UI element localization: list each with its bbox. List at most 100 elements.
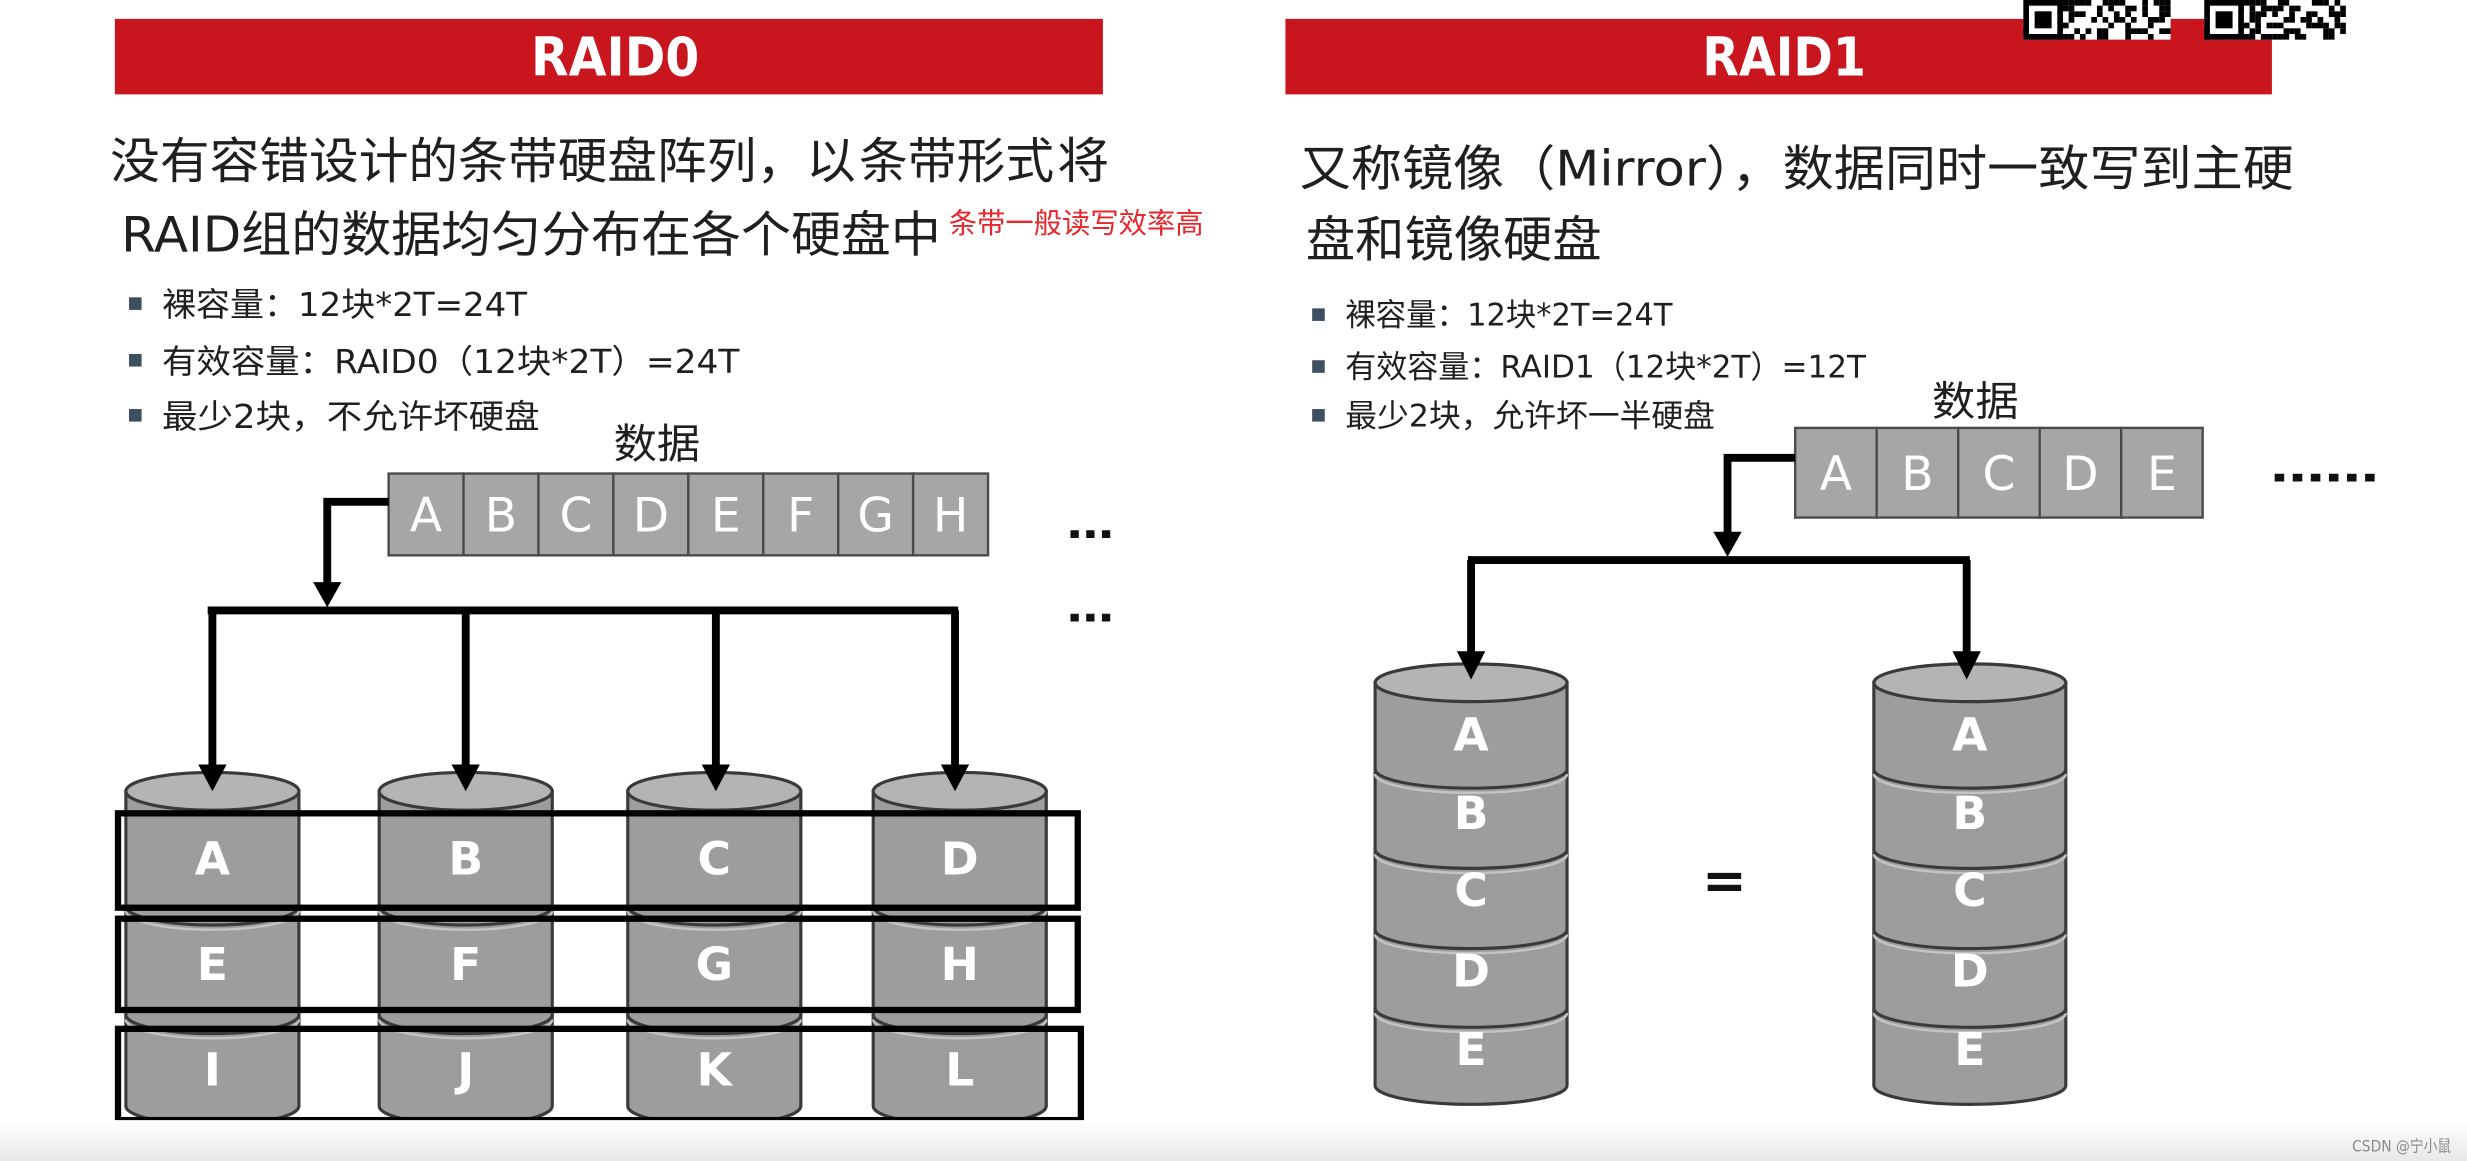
qr-module	[2260, 5, 2267, 12]
qr-module	[2255, 16, 2261, 23]
qr-module	[2340, 22, 2346, 29]
data-block-label: A	[410, 489, 442, 544]
data-block-label: C	[1982, 447, 2015, 502]
raid0-panel: RAID0 没有容错设计的条带硬盘阵列，以 条带形式 将 RAID组的数据均匀分…	[110, 18, 1204, 1127]
qr-module	[2300, 33, 2307, 40]
qr-module	[2130, 5, 2137, 12]
qr-module	[2068, 33, 2075, 40]
data-block-label: D	[2062, 447, 2098, 502]
data-block-label: E	[711, 489, 741, 544]
qr-module	[2130, 16, 2137, 23]
qr-module	[2068, 11, 2075, 17]
data-block: E	[687, 472, 765, 557]
qr-module	[2323, 33, 2329, 40]
qr-module	[2096, 5, 2103, 12]
disk-cylinder: BFJ	[377, 770, 554, 1127]
disk-segment-label: L	[945, 1043, 974, 1096]
bullet-marker	[129, 353, 142, 367]
disk-segment-label: A	[1952, 708, 1988, 761]
raid1-title: RAID1	[1702, 26, 1866, 89]
data-block-cell	[387, 472, 465, 557]
qr-module	[2260, 33, 2267, 40]
disk-divider	[1373, 1008, 1569, 1029]
qr-module	[2159, 5, 2165, 12]
stripe-outline	[114, 915, 1081, 1014]
bullet-marker	[129, 297, 142, 310]
qr-module	[2300, 16, 2307, 23]
disk-divider	[377, 1014, 554, 1036]
bullet-marker	[1312, 409, 1325, 422]
qr-module	[2266, 5, 2273, 12]
qr-module	[2340, 5, 2346, 12]
qr-module	[2249, 28, 2256, 34]
qr-module	[2255, 22, 2261, 29]
qr-module	[2283, 28, 2290, 34]
disk-segment-label: C	[698, 833, 731, 886]
disk-segment-label: E	[197, 938, 228, 991]
qr-module	[2255, 11, 2261, 17]
qr-module	[2283, 0, 2290, 6]
data-block-cell	[537, 472, 615, 557]
arrow-head	[1952, 651, 1981, 680]
data-block-label: B	[485, 489, 517, 544]
qr-module	[2085, 28, 2092, 34]
qr-module	[2328, 28, 2335, 34]
disk-segment-label: C	[1454, 864, 1487, 917]
disk-segment-label: D	[1951, 944, 1989, 997]
qr-module	[2306, 16, 2312, 23]
data-block: C	[1957, 426, 2041, 519]
raid1-bullet-effective-capacity: 有效容量：RAID1（12块*2T）=12T	[1345, 350, 1867, 386]
qr-module	[2136, 28, 2143, 34]
qr-module	[2142, 0, 2148, 6]
qr-module	[2272, 22, 2278, 29]
raid1-ellipsis: ……	[2270, 443, 2379, 491]
qr-module	[2334, 22, 2341, 29]
disk-segment-label: B	[448, 833, 483, 886]
qr-module	[2272, 33, 2278, 40]
disk-segment-label: B	[1454, 787, 1489, 840]
disk-segment-label: E	[1455, 1023, 1486, 1076]
disk-divider	[124, 1014, 301, 1036]
disk-segment-label: F	[450, 938, 481, 991]
qr-code	[2204, 0, 2346, 40]
qr-module	[2142, 11, 2148, 17]
disk-divider	[626, 1014, 803, 1036]
qr-module	[2091, 16, 2097, 23]
data-block-cell	[837, 472, 915, 557]
qr-module	[2323, 0, 2329, 6]
qr-module	[2102, 16, 2109, 23]
data-block-label: G	[857, 489, 894, 544]
qr-module	[2306, 11, 2312, 17]
qr-module	[2249, 5, 2256, 12]
qr-module	[2096, 33, 2103, 40]
qr-module	[2062, 5, 2069, 12]
data-block: D	[612, 472, 690, 557]
raid0-bullet-minimum-disks: 最少2块，不允许坏硬盘	[162, 397, 540, 436]
raid0-data-label: 数据	[614, 420, 701, 468]
data-block-label: B	[1901, 447, 1933, 502]
qr-module	[2102, 0, 2109, 6]
raid1-bullet-list: 裸容量：12块*2T=24T 有效容量：RAID1（12块*2T）=12T 最少…	[1312, 298, 1867, 434]
qr-module	[2266, 33, 2273, 40]
bullet-marker	[1312, 360, 1325, 373]
disk-segment-label: G	[696, 938, 733, 991]
data-block: F	[762, 472, 840, 557]
qr-module	[2159, 16, 2165, 23]
qr-module	[2272, 5, 2278, 12]
raid1-description-line2: 盘和镜像硬盘	[1306, 211, 1602, 268]
data-block: B	[1875, 426, 1960, 519]
qr-module	[2289, 5, 2295, 12]
qr-module	[2147, 16, 2154, 23]
disk-segment-label: D	[1452, 944, 1490, 997]
disk-cylinder: DHL	[871, 770, 1048, 1127]
data-block-label: F	[787, 489, 814, 544]
data-block: A	[1794, 426, 1878, 519]
disk-segment-label: K	[697, 1043, 734, 1096]
qr-module	[2125, 33, 2131, 40]
qr-module	[2277, 5, 2284, 12]
arrow-head	[1456, 651, 1486, 680]
qr-module	[2119, 0, 2126, 6]
disk-body	[1373, 681, 1569, 1106]
